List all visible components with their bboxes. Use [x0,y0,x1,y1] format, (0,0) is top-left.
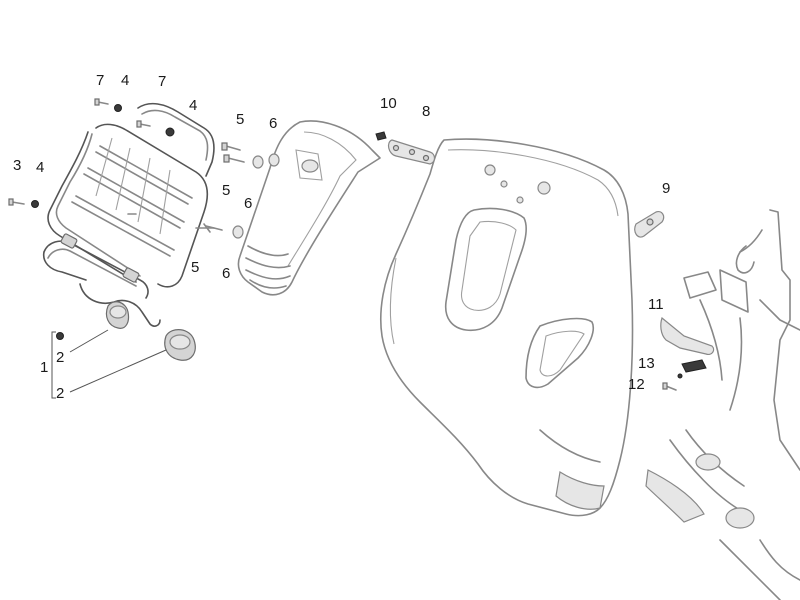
group-bullet [56,332,64,340]
callout-6-mid: 6 [244,195,252,212]
callout-labels: 7 4 7 4 3 4 5 6 5 6 5 6 1 2 2 10 8 9 11 … [13,72,670,402]
callout-10: 10 [380,95,397,112]
leader-lines [51,329,167,399]
callout-5-mid: 5 [222,182,230,199]
callout-7-top-mid: 7 [158,73,166,90]
callout-4-top-mid: 4 [189,97,197,114]
callout-5-bottom: 5 [191,259,199,276]
front-shield [379,138,634,517]
callout-4-left: 4 [36,159,44,176]
callout-11: 11 [648,296,664,313]
front-luggage-rack [42,102,215,327]
shield-bracket [375,131,436,165]
callout-13: 13 [638,355,655,372]
callout-2-lower: 2 [56,385,64,402]
callout-5-top: 5 [236,111,244,128]
callout-1: 1 [40,359,48,376]
rubber-pads [105,301,196,361]
callout-6-bottom: 6 [222,265,230,282]
shield-clip [634,211,665,238]
callout-2-upper: 2 [56,349,64,366]
rack-hardware [8,98,175,208]
callout-8: 8 [422,103,430,120]
callout-6-top: 6 [269,115,277,132]
callout-9: 9 [662,180,670,197]
callout-12: 12 [628,376,645,393]
callout-3: 3 [13,157,21,174]
callout-7-top-left: 7 [96,72,104,89]
callout-4-top-left: 4 [121,72,129,89]
cover-screws-washers [205,142,280,239]
horn-cover [237,120,381,296]
scooter-frame [645,209,800,600]
frame-bracket [660,316,715,391]
